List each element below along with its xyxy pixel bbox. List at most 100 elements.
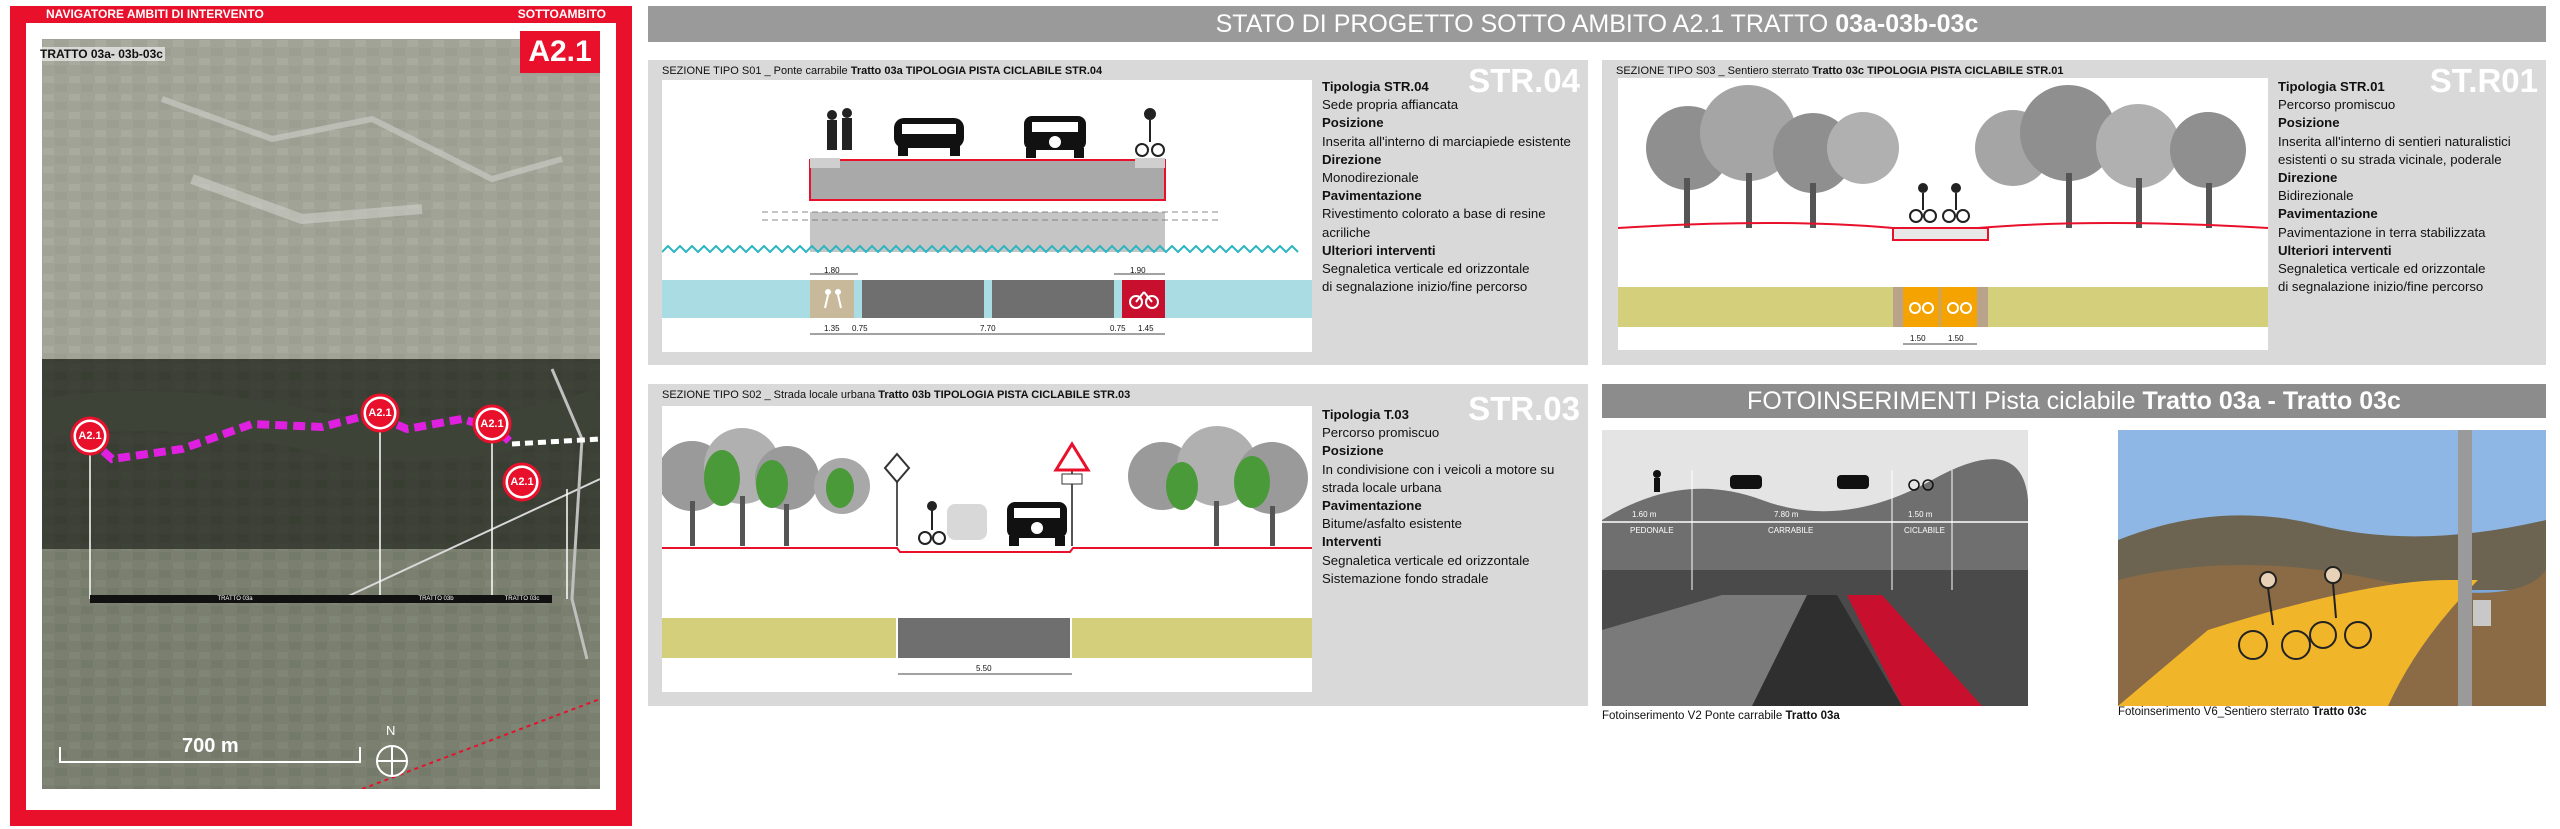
caption-prefix: SEZIONE TIPO S02 _ Strada locale urbana (662, 389, 879, 401)
dimension-label: 1.45 (1138, 324, 1154, 333)
lane-label: CICLABILE (1904, 526, 1945, 535)
lane-label: PEDONALE (1630, 526, 1674, 535)
marker-a21-1 (70, 416, 110, 456)
photo-v6-caption: Fotoinserimento V6_Sentiero sterrato Tra… (2118, 706, 2367, 718)
spec-text: di segnalazione inizio/fine percorso (2278, 279, 2484, 295)
section-caption: SEZIONE TIPO S03 _ Sentiero sterrato Tra… (1616, 65, 2063, 77)
subarea-label: SOTTOAMBITO (517, 7, 606, 21)
marker-a21-2 (360, 393, 400, 433)
cyclist-icon (1135, 108, 1165, 157)
photo-section-title-text: FOTOINSERIMENTI Pista ciclabile (1747, 387, 2143, 415)
spec-text: Bidirezionale (2278, 188, 2354, 204)
marker-label: A2.1 (510, 476, 534, 488)
spec-heading: Pavimentazione (2278, 206, 2378, 222)
section-code: ST.R01 (2429, 62, 2538, 99)
car-icon (1730, 475, 1762, 489)
dimension-label: 5.50 (976, 664, 992, 673)
panel-section-s03: SEZIONE TIPO S03 _ Sentiero sterrato Tra… (1602, 60, 2546, 365)
scale-label: 700 m (182, 735, 239, 757)
segment-label: TRATTO 03c (504, 596, 540, 602)
photo-section-title: FOTOINSERIMENTI Pista ciclabile Tratto 0… (1602, 384, 2546, 418)
caption-prefix: SEZIONE TIPO S03 _ Sentiero sterrato (1616, 65, 1813, 77)
spec-heading: Ulteriori interventi (2278, 242, 2392, 258)
section-caption: SEZIONE TIPO S02 _ Strada locale urbana … (662, 389, 1130, 401)
spec-list: Tipologia STR.04 Sede propria affiancata… (1322, 78, 1582, 296)
dimension-label: 0.75 (1110, 324, 1126, 333)
spec-text: Percorso promiscuo (1322, 425, 1440, 441)
pedestrian-icon (1653, 470, 1661, 492)
pedestrian-icon (827, 108, 852, 150)
spec-text: acriliche (1322, 224, 1371, 240)
spec-text: di segnalazione inizio/fine percorso (1322, 279, 1528, 295)
spec-text: Inserita all'interno di marciapiede esis… (1322, 133, 1571, 149)
marker-a21-4 (502, 462, 542, 502)
cross-section-drawing[interactable]: 1.80 1.90 1.35 0.75 7.70 0.75 1.45 (662, 80, 1312, 352)
spec-text: Segnaletica verticale ed orizzontale (1322, 552, 1530, 568)
spec-heading: Posizione (2278, 115, 2340, 131)
spec-list: Tipologia T.03 Percorso promiscuo Posizi… (1322, 406, 1582, 588)
urban-road-section-svg (662, 426, 1312, 675)
satellite-map[interactable]: A2.1 A2.1 A2.1 A2.1 TRATTO 03a TRATTO 03… (42, 39, 600, 789)
spec-text: Sistemazione fondo stradale (1322, 570, 1489, 586)
warning-sign-icon (1053, 441, 1091, 546)
suv-icon (1007, 502, 1067, 546)
cross-section-drawing[interactable]: 5.50 (662, 406, 1312, 692)
road-sign-icon (883, 452, 911, 546)
marker-label: A2.1 (368, 407, 392, 419)
photo-v6-drawing (2118, 430, 2546, 706)
segment-label: TRATTO 03b (418, 596, 454, 602)
spec-text: Segnaletica verticale ed orizzontale (1322, 261, 1530, 277)
spec-text: Inserita all'interno di sentieri natural… (2278, 133, 2511, 149)
navigator-title: NAVIGATORE AMBITI DI INTERVENTO (46, 7, 264, 21)
dimension-label: 1.50 m (1908, 510, 1933, 519)
car-icon (1837, 475, 1869, 489)
spec-text: Segnaletica verticale ed orizzontale (2278, 261, 2486, 277)
spec-heading: Tipologia T.03 (1322, 407, 1409, 422)
spec-heading: Posizione (1322, 115, 1384, 131)
bike-icon (1908, 479, 1934, 491)
spec-heading: Tipologia STR.01 (2278, 79, 2385, 94)
navigator-frame: A2.1 A2.1 A2.1 A2.1 TRATTO 03a TRATTO 03… (26, 23, 616, 810)
map-drawing (42, 39, 600, 789)
dimension-label: 7.80 m (1774, 510, 1799, 519)
navigator-panel: NAVIGATORE AMBITI DI INTERVENTO SOTTOAMB… (10, 6, 632, 826)
page-title-bold: 03a-03b-03c (1835, 10, 1979, 38)
bike-sign-icon (1909, 302, 1972, 314)
marker-label: A2.1 (480, 418, 504, 430)
section-code: STR.04 (1468, 62, 1580, 99)
navigator-header: NAVIGATORE AMBITI DI INTERVENTO SOTTOAMB… (10, 6, 632, 22)
photo-v6-trail[interactable] (2118, 430, 2546, 706)
spec-heading: Direzione (1322, 151, 1382, 167)
cyclist-icon (2238, 571, 2311, 660)
walk-sign-icon (824, 289, 842, 309)
marker-a21-3 (472, 404, 512, 444)
tree-group-right (1975, 85, 2246, 228)
dimension-label: 1.35 (824, 324, 840, 333)
photo-v2-caption: Fotoinserimento V2 Ponte carrabile Tratt… (1602, 710, 1840, 722)
suv-icon (1024, 116, 1086, 158)
caption-prefix: Fotoinserimento V6_Sentiero sterrato (2118, 706, 2313, 718)
dimension-label: 1.50 (1910, 334, 1926, 343)
spec-text: strada locale urbana (1322, 479, 1442, 495)
trail-section-svg (1618, 85, 2268, 345)
photo-v2-bridge[interactable]: 1.60 m 7.80 m 1.50 m PEDONALE CARRABILE … (1602, 430, 2028, 706)
spec-heading: Tipologia STR.04 (1322, 79, 1429, 94)
panel-section-s01: SEZIONE TIPO S01 _ Ponte carrabile Tratt… (648, 60, 1588, 365)
bike-sign-icon (1129, 291, 1159, 309)
caption-bold: Tratto 03c TIPOLOGIA PISTA CICLABILE STR… (1812, 65, 2064, 77)
spec-list: Tipologia STR.01 Percorso promiscuo Posi… (2278, 78, 2542, 296)
cross-section-drawing[interactable]: 1.50 1.50 (1618, 78, 2268, 350)
caption-bold: Tratto 03a TIPOLOGIA PISTA CICLABILE STR… (850, 65, 1103, 77)
spec-heading: Pavimentazione (1322, 498, 1422, 514)
spec-heading: Posizione (1322, 443, 1384, 459)
dimension-label: 1.90 (1130, 266, 1146, 275)
page-title-text: STATO DI PROGETTO SOTTO AMBITO A2.1 TRAT… (1215, 10, 1836, 38)
spec-heading: Interventi (1322, 534, 1382, 550)
caption-bold: Tratto 03a (1785, 710, 1840, 722)
cyclists-icon (1909, 183, 1970, 223)
dimension-label: 1.60 m (1632, 510, 1657, 519)
cyclist-icon (918, 501, 946, 545)
route-tratto-03 (87, 409, 515, 464)
page-title: STATO DI PROGETTO SOTTO AMBITO A2.1 TRAT… (648, 6, 2546, 42)
cyclist-icon (2309, 566, 2372, 649)
